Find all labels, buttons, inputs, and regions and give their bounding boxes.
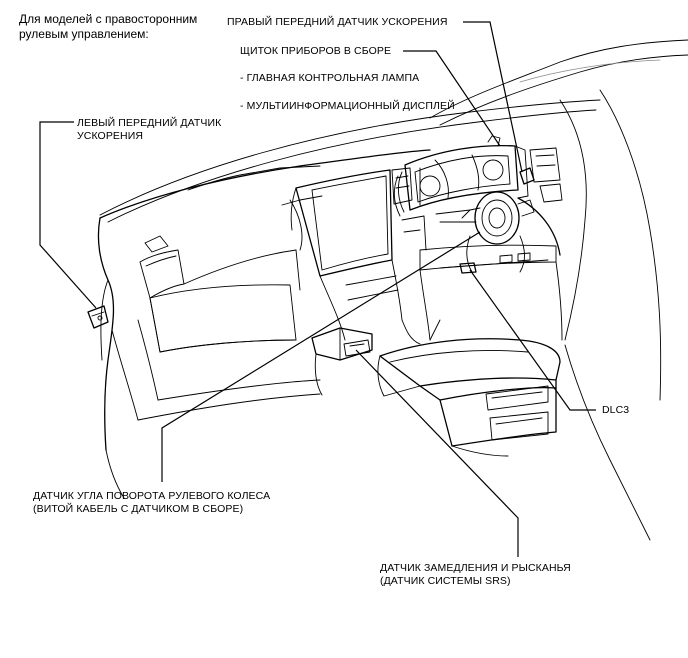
label-combination-meter: ЩИТОК ПРИБОРОВ В СБОРЕ <box>240 45 392 57</box>
label-steering-angle-sensor-line1: ДАТЧИК УГЛА ПОВОРОТА РУЛЕВОГО КОЛЕСА <box>33 490 271 502</box>
label-left-front-accel-sensor: ЛЕВЫЙ ПЕРЕДНИЙ ДАТЧИК УСКОРЕНИЯ <box>77 117 221 143</box>
label-yaw-rate-sensor-line1: ДАТЧИК ЗАМЕДЛЕНИЯ И РЫСКАНЬЯ <box>380 562 571 574</box>
label-steering-angle-sensor: ДАТЧИК УГЛА ПОВОРОТА РУЛЕВОГО КОЛЕСА (ВИ… <box>33 490 270 516</box>
label-dlc3: DLC3 <box>602 404 630 416</box>
label-right-front-accel-sensor: ПРАВЫЙ ПЕРЕДНИЙ ДАТЧИК УСКОРЕНИЯ <box>227 16 448 28</box>
label-master-warning-light: - ГЛАВНАЯ КОНТРОЛЬНАЯ ЛАМПА <box>240 72 420 84</box>
model-note-line1: Для моделей с правосторонним <box>19 12 198 26</box>
label-multi-info-display: - МУЛЬТИИНФОРМАЦИОННЫЙ ДИСПЛЕЙ <box>240 100 455 112</box>
label-yaw-rate-sensor-line2: (ДАТЧИК СИСТЕМЫ SRS) <box>380 575 511 587</box>
label-left-front-accel-sensor-line2: УСКОРЕНИЯ <box>77 130 144 142</box>
label-steering-angle-sensor-line2: (ВИТОЙ КАБЕЛЬ С ДАТЧИКОМ В СБОРЕ) <box>33 503 244 515</box>
model-note: Для моделей с правосторонним рулевым упр… <box>19 12 197 42</box>
label-left-front-accel-sensor-line1: ЛЕВЫЙ ПЕРЕДНИЙ ДАТЧИК <box>77 117 222 129</box>
model-note-line2: рулевым управлением: <box>19 27 149 41</box>
label-yaw-rate-sensor: ДАТЧИК ЗАМЕДЛЕНИЯ И РЫСКАНЬЯ (ДАТЧИК СИС… <box>380 562 571 588</box>
